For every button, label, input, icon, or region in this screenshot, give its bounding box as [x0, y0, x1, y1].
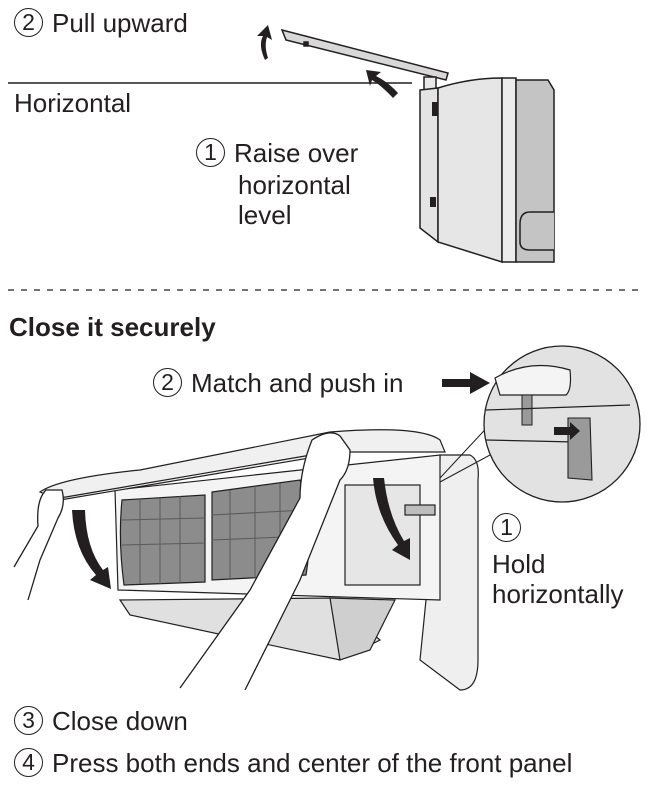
match-push-step: 2 Match and push in: [153, 367, 404, 400]
step-label-line-2: horizontally: [492, 578, 624, 609]
step-number-badge: 4: [14, 747, 43, 777]
close-down-step: 3 Close down: [14, 705, 188, 738]
step-number-badge: 2: [14, 7, 43, 37]
unit-side-view: [280, 28, 555, 264]
step-number-badge: 1: [196, 137, 225, 167]
step-label-line-2: horizontal: [238, 169, 351, 200]
step-label: Close down: [52, 706, 188, 736]
hold-horizontally-step: 1 Hold horizontally: [492, 512, 624, 609]
magnified-inset: [439, 345, 641, 503]
horizontal-label: Horizontal: [14, 88, 132, 118]
step-number-badge: 1: [492, 512, 521, 542]
step-label-line-1: Hold: [492, 548, 546, 579]
hands: [13, 432, 351, 691]
press-panel-step: 4 Press both ends and center of the front…: [14, 747, 573, 780]
step-label: Match and push in: [191, 368, 404, 398]
step-label: Press both ends and center of the front …: [52, 748, 573, 778]
pull-upward-step: 2 Pull upward: [14, 7, 188, 40]
raise-over-step: 1 Raise over horizontal level: [196, 137, 359, 230]
step-label-line-1: Raise over: [234, 138, 359, 168]
step-label-line-3: level: [238, 199, 292, 230]
close-down-arrow-right: [373, 478, 410, 560]
close-down-arrow-left: [72, 510, 111, 589]
step-number-badge: 2: [153, 367, 182, 397]
pull-upward-arrow: [257, 25, 272, 60]
step-number-badge: 3: [14, 705, 43, 735]
step-label: Pull upward: [52, 8, 188, 38]
section-heading: Close it securely: [9, 312, 216, 342]
push-in-arrow: [442, 372, 490, 394]
raise-arrow: [366, 70, 398, 98]
